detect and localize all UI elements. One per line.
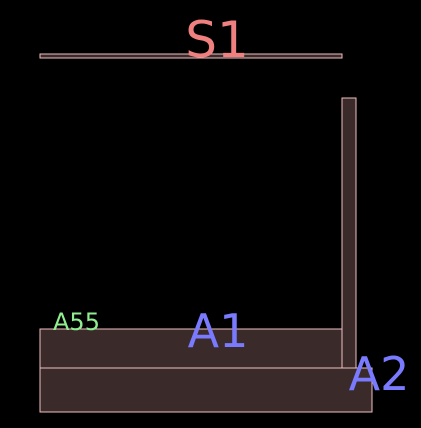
lower-horizontal-member [39, 367, 373, 413]
label-a55: A55 [53, 308, 100, 336]
title-label: S1 [185, 11, 249, 69]
label-a2: A2 [349, 347, 410, 401]
vertical-member [341, 97, 357, 369]
label-a1: A1 [188, 304, 249, 358]
section-line [39, 53, 343, 59]
upper-horizontal-member [39, 328, 343, 369]
